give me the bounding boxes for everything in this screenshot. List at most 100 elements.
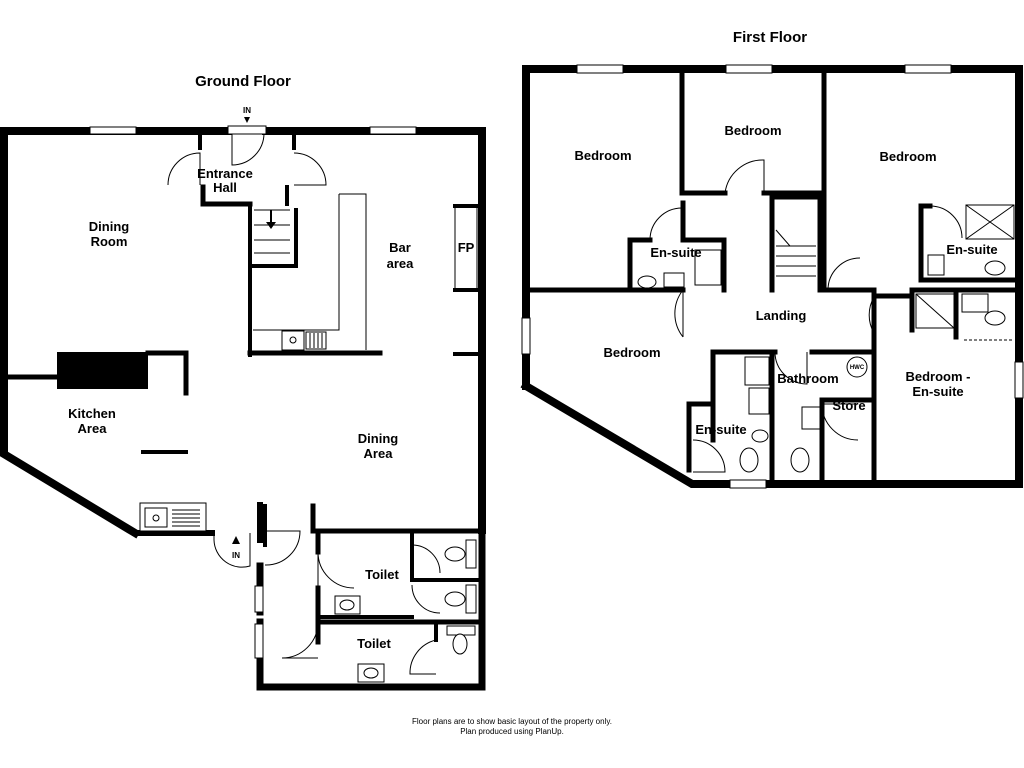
label-bedroom-4: Bedroom bbox=[603, 345, 660, 360]
basin-ensuite-3 bbox=[927, 254, 945, 276]
first-windows bbox=[521, 64, 1024, 489]
kitchen-sink bbox=[144, 507, 168, 528]
side-entrance bbox=[213, 533, 251, 568]
kitchen-sink-drain-icon bbox=[152, 514, 160, 522]
window-bed-3 bbox=[904, 64, 952, 74]
basin-ensuite-2 bbox=[961, 293, 989, 313]
label-dining-area-2: Area bbox=[364, 446, 394, 461]
label-kitchen-area-1: Kitchen bbox=[68, 406, 116, 421]
first-internal-walls bbox=[527, 66, 1018, 483]
label-bedroom-2: Bedroom bbox=[724, 123, 781, 138]
wc-1-icon bbox=[444, 546, 466, 562]
label-store: Store bbox=[832, 398, 865, 413]
label-dining-room-2: Room bbox=[91, 234, 128, 249]
kitchen-range bbox=[57, 352, 148, 389]
toilets-block bbox=[263, 503, 485, 683]
label-kitchen-area-2: Area bbox=[78, 421, 108, 436]
toilet-1-cubicle-door bbox=[411, 544, 441, 574]
kitchen-walls bbox=[5, 350, 207, 532]
label-toilet-1: Toilet bbox=[365, 567, 399, 582]
entrance-hall-walls bbox=[167, 125, 327, 207]
window-ensuite bbox=[729, 479, 767, 489]
bathroom-door bbox=[774, 351, 808, 385]
entrance-door-right bbox=[293, 152, 327, 186]
label-fp: FP bbox=[458, 240, 475, 255]
label-ensuite-1: En-suite bbox=[650, 245, 701, 260]
first-floor-title: First Floor bbox=[733, 29, 807, 46]
wc-3-icon bbox=[452, 633, 468, 655]
label-bar-area-2: area bbox=[387, 256, 415, 271]
footer-note-1: Floor plans are to show basic layout of … bbox=[412, 717, 612, 726]
footer-note-2: Plan produced using PlanUp. bbox=[460, 727, 564, 736]
label-bedroom-ensuite-2: En-suite bbox=[912, 384, 963, 399]
label-bedroom-3: Bedroom bbox=[879, 149, 936, 164]
wc-ensuite-4-icon bbox=[739, 447, 759, 473]
window-bed-4 bbox=[521, 317, 531, 355]
basin-2 bbox=[357, 663, 385, 683]
label-landing: Landing bbox=[756, 308, 807, 323]
shower-ensuite-1 bbox=[694, 249, 722, 286]
ground-room-labels: Entrance Hall Dining Room Bar area FP Ki… bbox=[68, 106, 474, 651]
window-bar bbox=[369, 126, 417, 135]
toilet-cistern-1 bbox=[465, 539, 477, 569]
first-room-labels: Bedroom Bedroom Bedroom En-suite En-suit… bbox=[574, 123, 997, 437]
stairs-down-arrow-icon bbox=[266, 210, 276, 229]
toilet-2-door bbox=[281, 621, 319, 659]
label-dining-area-1: Dining bbox=[358, 431, 398, 446]
label-ensuite-3: En-suite bbox=[695, 422, 746, 437]
label-bar-area-1: Bar bbox=[389, 240, 411, 255]
bar-sink-drain-icon bbox=[289, 336, 297, 344]
label-entrance-hall-2: Hall bbox=[213, 180, 237, 195]
first-outer-walls bbox=[520, 65, 1023, 488]
basin-1 bbox=[334, 595, 361, 615]
window-bed-1 bbox=[576, 64, 624, 74]
front-door-frame bbox=[227, 125, 267, 135]
label-bedroom-ensuite-1: Bedroom - bbox=[906, 369, 971, 384]
shower-ensuite-4 bbox=[748, 387, 770, 415]
door-bed-2 bbox=[724, 159, 765, 194]
window-dining-room bbox=[89, 126, 137, 135]
ground-windows bbox=[89, 126, 417, 659]
fireplace bbox=[453, 204, 480, 356]
ground-stairs bbox=[248, 185, 298, 357]
toilet-2-cubicle-door bbox=[409, 639, 437, 675]
label-bedroom-1: Bedroom bbox=[574, 148, 631, 163]
toilet-1-cubicle-door-2 bbox=[411, 584, 441, 614]
label-entrance-hall-1: Entrance bbox=[197, 166, 253, 181]
entrance-door-left bbox=[167, 152, 201, 186]
label-hwc: HWC bbox=[850, 365, 865, 371]
basin-bathroom bbox=[801, 406, 821, 430]
label-in-top: IN bbox=[243, 106, 251, 115]
basin-ensuite-1 bbox=[663, 272, 685, 288]
basin-ensuite-4 bbox=[751, 429, 769, 443]
ground-floor-title: Ground Floor bbox=[195, 73, 291, 90]
ground-floor-plan: Ground Floor bbox=[0, 73, 486, 691]
label-toilet-2: Toilet bbox=[357, 636, 391, 651]
window-lobby-1 bbox=[254, 585, 264, 613]
in-arrow-icon bbox=[232, 536, 240, 544]
shower-bathroom bbox=[744, 356, 770, 386]
toilet-cistern-2 bbox=[465, 584, 477, 614]
wc-bathroom-icon bbox=[790, 447, 810, 473]
lobby-door bbox=[264, 530, 301, 566]
bar-counter bbox=[247, 193, 383, 356]
bar-sink bbox=[281, 330, 305, 351]
label-ensuite-2: En-suite bbox=[946, 242, 997, 257]
label-in-side: IN bbox=[232, 551, 240, 560]
hot-water-cylinder bbox=[846, 356, 868, 378]
label-bathroom: Bathroom bbox=[777, 371, 838, 386]
wc-ensuite-3-icon bbox=[984, 260, 1006, 276]
bar-drainer bbox=[305, 331, 327, 350]
wc-2-icon bbox=[444, 591, 466, 607]
window-lobby-2 bbox=[254, 623, 264, 659]
wc-ensuite-1-icon bbox=[637, 275, 657, 289]
side-entrance-door bbox=[213, 533, 251, 568]
first-floor-plan: First Floor bbox=[520, 29, 1024, 489]
front-door bbox=[231, 131, 265, 166]
window-bed-2 bbox=[725, 64, 773, 74]
label-dining-room-1: Dining bbox=[89, 219, 129, 234]
wc-ensuite-2-icon bbox=[984, 310, 1006, 326]
front-entrance-arrow-icon bbox=[244, 117, 250, 123]
window-bed-5 bbox=[1014, 361, 1024, 399]
